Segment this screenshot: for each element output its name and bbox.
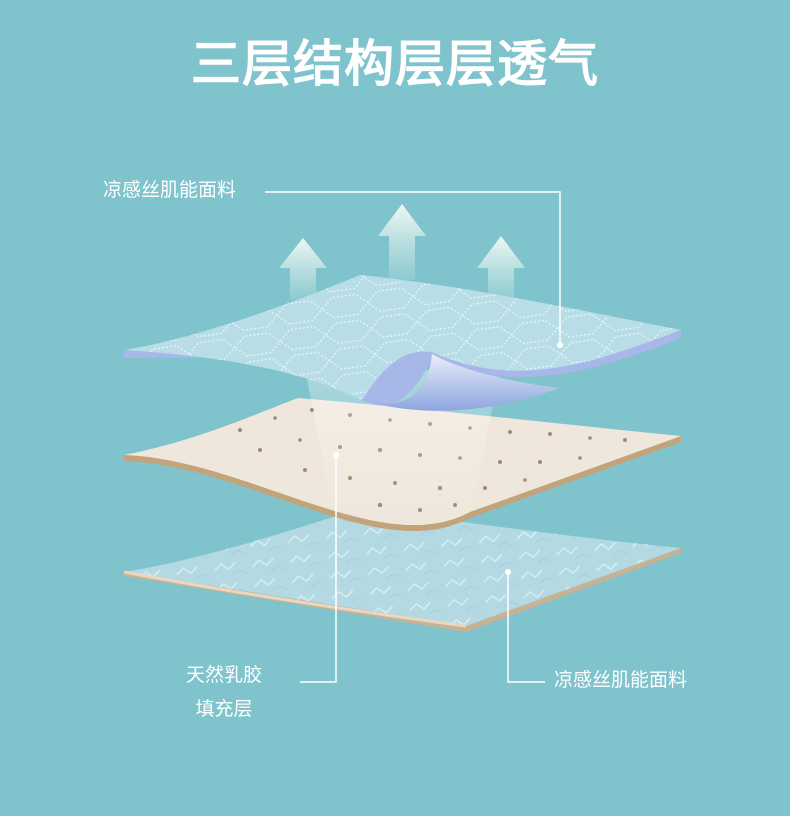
leader-dot-middle: [333, 452, 339, 458]
label-bottom-fabric: 凉感丝肌能面料: [554, 669, 688, 691]
label-top-fabric: 凉感丝肌能面料: [103, 179, 237, 201]
label-latex-layer: 天然乳胶 填充层: [186, 658, 262, 726]
air-flow-arrow: [279, 238, 327, 300]
page-title: 三层结构层层透气: [191, 35, 599, 93]
leader-line-middle: [300, 455, 337, 683]
leader-dot-bottom: [505, 569, 511, 575]
leader-dot-top: [557, 342, 563, 348]
leader-line-bottom: [507, 572, 545, 683]
top-fabric-layer: [124, 275, 681, 411]
label-latex-line1: 天然乳胶: [186, 664, 263, 686]
air-flow-arrow: [477, 236, 525, 302]
bottom-fabric-layer: [123, 508, 681, 632]
label-latex-line2: 填充层: [195, 698, 253, 720]
air-flow-arrow: [378, 204, 426, 280]
leader-line-top: [265, 191, 561, 345]
